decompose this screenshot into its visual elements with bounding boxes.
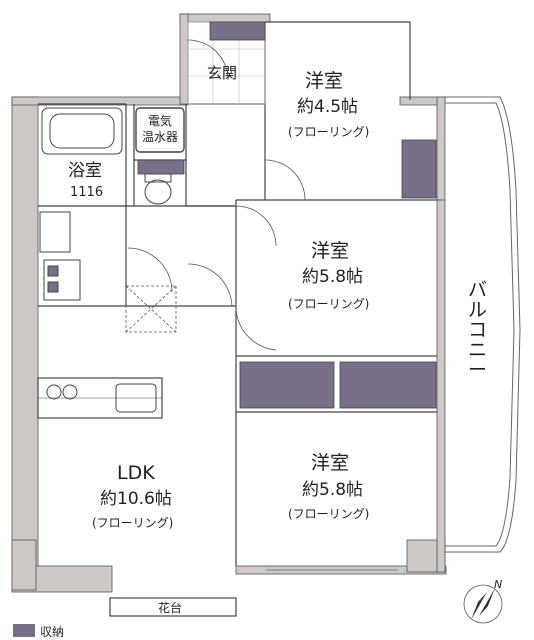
legend-storage-swatch [13, 624, 35, 637]
washroom-fixtures [39, 211, 81, 301]
windows [266, 565, 398, 571]
balcony-outline [445, 96, 521, 553]
bathtub [41, 107, 123, 155]
bathroom-label: 浴室 [68, 161, 102, 181]
door-swings [127, 39, 306, 351]
legend-storage-label: 収納 [40, 625, 65, 639]
kitchen-appliances [46, 383, 157, 413]
flower-stand-label: 花台 [158, 601, 183, 615]
water-heater-label-1: 電気 [148, 114, 173, 128]
room-floor-western-2: (フローリング) [288, 297, 370, 311]
balcony-char: ー [468, 359, 488, 381]
toilet [144, 173, 172, 205]
room-size-western-3: 約5.8帖 [302, 480, 364, 500]
compass-icon [463, 584, 503, 624]
water-heater-label-2: 温水器 [142, 130, 179, 144]
entrance-label: 玄関 [207, 64, 238, 82]
room-name-western-1: 洋室 [305, 70, 344, 92]
balcony-char: ル [468, 299, 488, 321]
balcony-char: コ [468, 319, 488, 341]
storage-areas [137, 21, 437, 409]
room-floor-western-3: (フローリング) [288, 507, 370, 521]
water-heater [135, 107, 185, 153]
room-floor-western-1: (フローリング) [288, 125, 370, 139]
bathroom-unit-label: 1116 [70, 185, 104, 200]
balcony-char: ニ [468, 339, 488, 361]
room-size-western-1: 約4.5帖 [297, 97, 359, 117]
room-floor-ldk: (フローリング) [92, 516, 174, 530]
balcony-char: バ [468, 279, 488, 301]
room-size-ldk: 約10.6帖 [100, 489, 172, 509]
balcony-label: バ ル コ ニ ー [468, 280, 487, 380]
exterior-walls [11, 13, 447, 593]
compass-north-label: N [494, 578, 503, 591]
room-name-ldk: LDK [117, 462, 155, 484]
room-size-western-2: 約5.8帖 [302, 267, 364, 287]
fridge-space [125, 285, 177, 333]
room-name-western-3: 洋室 [311, 452, 350, 474]
room-name-western-2: 洋室 [311, 240, 350, 262]
